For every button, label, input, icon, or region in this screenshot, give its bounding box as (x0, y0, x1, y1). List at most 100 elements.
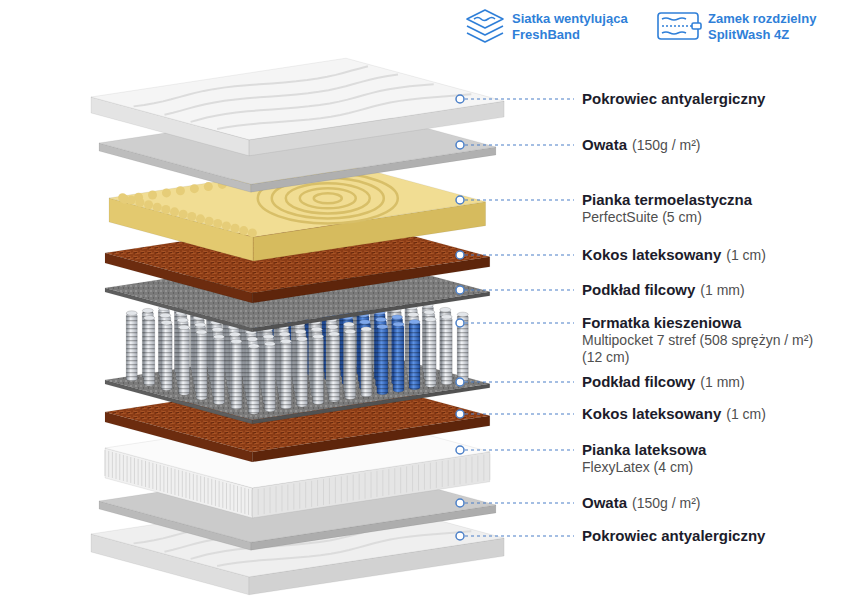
layer-name: Formatka kieszeniowa (582, 314, 741, 331)
layer-spec: (1 mm) (700, 282, 744, 298)
spring-body (248, 346, 259, 414)
callout-row: Podkład filcowy(1 mm) (582, 281, 745, 299)
spring-body (441, 317, 452, 385)
spring (313, 334, 324, 404)
latex-channel (394, 468, 395, 494)
spring-top (408, 312, 419, 317)
latex-channel (317, 480, 318, 506)
spring-top (212, 327, 223, 332)
layer-name: Pokrowiec antyalergiczny (582, 90, 765, 107)
spring (425, 317, 436, 387)
leader-line (465, 449, 574, 450)
spring-top (213, 334, 224, 339)
spring-top (248, 344, 259, 349)
spring-top (247, 337, 258, 342)
latex-channel (335, 477, 336, 503)
layer-name: Owata (582, 494, 627, 511)
spring-body (196, 332, 207, 400)
latex-channel (489, 454, 490, 480)
layer-name: Podkład filcowy (582, 373, 695, 390)
spring-body (361, 329, 372, 397)
latex-channel (116, 453, 117, 479)
icon-layer (467, 10, 503, 28)
leader-line (465, 502, 574, 503)
latex-channel (466, 457, 467, 483)
latex-channel (430, 463, 431, 489)
leader-line (465, 535, 574, 536)
latex-channel (424, 464, 425, 490)
spring-top (295, 329, 306, 334)
latex-channel (412, 466, 413, 492)
callout-row: Formatka kieszeniowaMultipocket 7 stref … (582, 314, 832, 366)
foam-bump (179, 210, 188, 219)
leader-dot (456, 410, 464, 418)
spring-coil (409, 322, 420, 390)
latex-channel (281, 485, 282, 511)
spring-coil (313, 336, 324, 404)
spring-top (343, 322, 354, 327)
leader-line (465, 289, 574, 290)
layer-spec: FlexyLatex (4 cm) (582, 459, 832, 476)
spring-coil (441, 317, 452, 385)
latex-channel (138, 459, 139, 485)
layers (91, 58, 504, 595)
spring-top (345, 329, 356, 334)
spring (144, 316, 155, 386)
leader-line (465, 144, 574, 145)
latex-channel (359, 474, 360, 500)
latex-channel (241, 487, 242, 513)
spring-top (160, 313, 171, 318)
foam-ring (300, 188, 356, 208)
feature-label: Zamek rozdzielny SplitWash 4Z (708, 11, 836, 43)
latex-channel (112, 452, 113, 478)
leader-line (465, 254, 574, 255)
quilt-line (191, 84, 434, 122)
latex-channel (226, 483, 227, 509)
latex-channel (208, 478, 209, 504)
spring-coil (126, 313, 137, 381)
spring-top (327, 325, 338, 330)
foam-bump (196, 214, 205, 223)
spring-body (231, 341, 242, 409)
leader-line (465, 98, 574, 99)
spring-coil (213, 337, 224, 405)
spring-top (126, 311, 137, 316)
spring (361, 327, 372, 397)
spring-top (457, 312, 468, 317)
foam-bump (187, 212, 196, 221)
foam-bump (127, 196, 136, 205)
spring-top (230, 332, 241, 337)
latex-channel (287, 484, 288, 510)
latex-channel (311, 481, 312, 507)
spring-top (377, 324, 388, 329)
latex-channel (174, 469, 175, 495)
spring-top (297, 337, 308, 342)
latex-channel (436, 462, 437, 488)
latex-channel (193, 474, 194, 500)
spring (441, 315, 452, 385)
foam-bump (231, 224, 240, 233)
spring (231, 339, 242, 409)
foam-bump (153, 203, 162, 212)
spring-body (297, 339, 308, 407)
spring-top (441, 315, 452, 320)
latex-channel (141, 460, 142, 486)
spring-top (279, 332, 290, 337)
spring (297, 337, 308, 407)
spring-top (231, 339, 242, 344)
quilt-line (217, 94, 471, 129)
latex-channel (211, 479, 212, 505)
quilt-line (134, 66, 368, 106)
callout-row: Pianka termoelastycznaPerfectSuite (5 cm… (582, 191, 832, 226)
spring-top (179, 325, 190, 330)
latex-channel (134, 458, 135, 484)
callout-row: Kokos lateksowany(1 cm) (582, 246, 766, 264)
spring (196, 330, 207, 400)
latex-channel (152, 463, 153, 489)
spring (264, 341, 275, 411)
spring-top (311, 327, 322, 332)
spring-coil (248, 346, 259, 414)
cover-layer (91, 58, 504, 156)
spring-body (144, 318, 155, 386)
